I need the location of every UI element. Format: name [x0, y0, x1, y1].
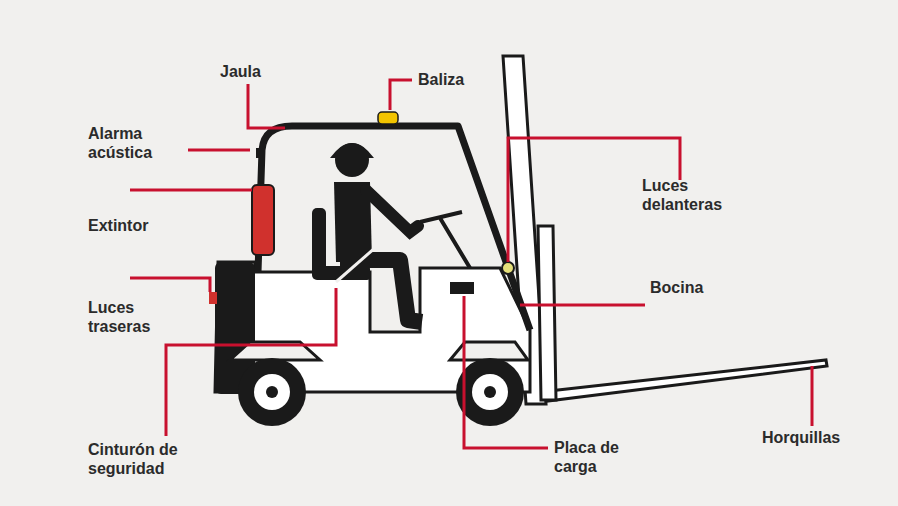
- rear-light: [209, 292, 217, 304]
- helmet: [330, 143, 374, 158]
- seat-belt: [336, 240, 384, 282]
- leader-lines: [130, 80, 812, 448]
- alarm: [256, 148, 264, 158]
- part-label: Extintor: [88, 216, 188, 235]
- part-label: Luces traseras: [88, 298, 158, 336]
- mast-rail: [538, 226, 556, 400]
- part-label: Jaula: [220, 62, 300, 81]
- part-label: Luces delanteras: [642, 176, 772, 214]
- load-plate: [450, 282, 474, 294]
- part-label: Baliza: [418, 70, 498, 89]
- operator-arm: [366, 190, 418, 232]
- front-light: [502, 262, 514, 274]
- extinguisher: [252, 185, 274, 255]
- wheels: [238, 358, 524, 426]
- part-label: Placa de carga: [554, 438, 644, 476]
- part-label: Bocina: [650, 278, 740, 297]
- forks: [540, 360, 827, 402]
- part-label: Alarma acústica: [88, 124, 186, 162]
- beacon: [378, 112, 398, 124]
- steering: [420, 212, 470, 268]
- cage: [258, 126, 530, 330]
- part-label: Horquillas: [762, 428, 882, 447]
- part-label: Cinturón de seguridad: [88, 440, 208, 478]
- seat: [318, 266, 370, 280]
